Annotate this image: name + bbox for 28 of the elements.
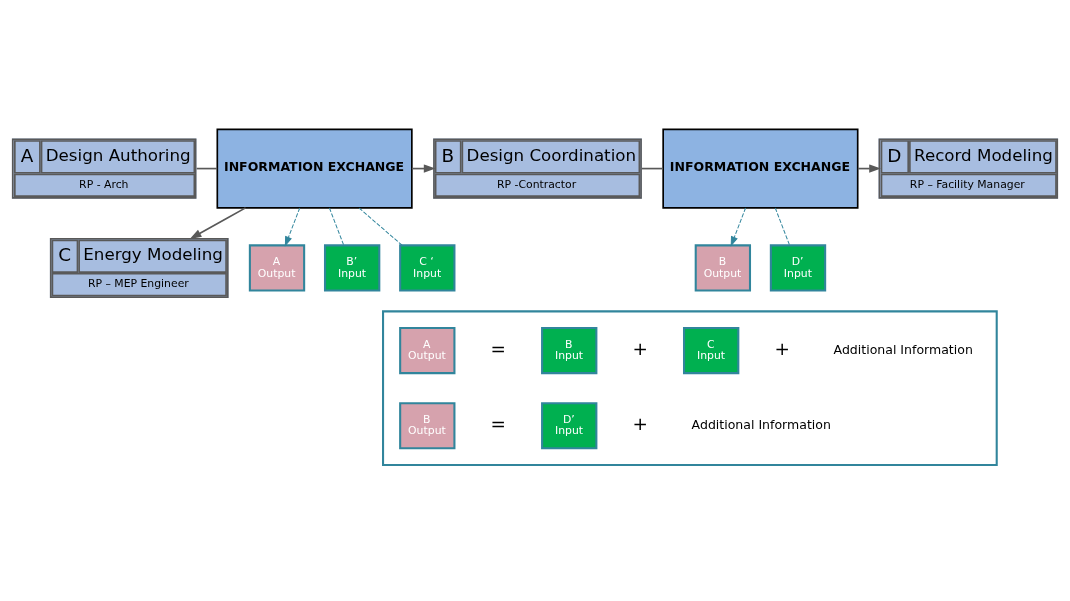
node-box: A Output: [399, 327, 456, 375]
label: +: [632, 413, 648, 435]
label: Additional Information: [833, 341, 973, 357]
arrow: [730, 207, 747, 246]
label: +: [774, 338, 790, 360]
connector: [195, 167, 218, 170]
cluster: [382, 310, 998, 467]
arrow: [284, 207, 301, 246]
arrow: [189, 207, 247, 239]
node-box: C Input: [683, 327, 740, 375]
connector: [358, 207, 403, 246]
connector: [774, 207, 791, 246]
node-box: INFORMATION EXCHANGE: [662, 128, 859, 209]
node-box: INFORMATION EXCHANGE: [216, 128, 413, 209]
label: Additional Information: [691, 416, 831, 432]
node-box: B Input: [541, 327, 598, 375]
node-box: B Output: [399, 402, 456, 450]
connector: [641, 167, 664, 170]
node-box: B’ Input: [323, 244, 381, 292]
connector: [328, 207, 345, 246]
node-box: A Output: [248, 244, 306, 292]
node-box: D’ Input: [541, 402, 598, 450]
node-box: B Output: [694, 244, 752, 292]
node-box: C ‘ Input: [399, 244, 456, 292]
label: +: [632, 338, 648, 360]
node-box: D’ Input: [769, 244, 827, 292]
label: =: [490, 338, 506, 360]
label: =: [490, 413, 506, 435]
